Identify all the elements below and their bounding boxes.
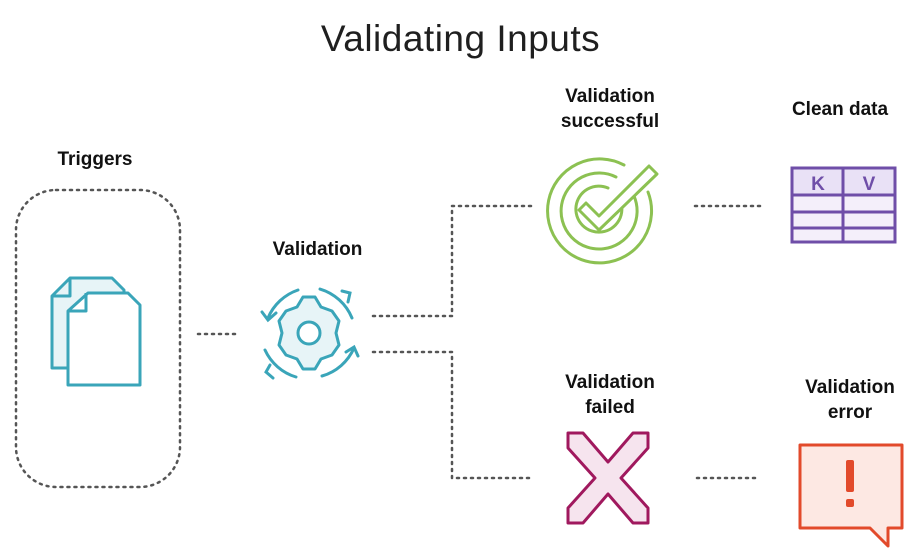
gear-cycle-icon — [260, 287, 360, 380]
value-column-label: V — [863, 174, 876, 195]
diagram-title: Validating Inputs — [320, 18, 601, 59]
triggers-container — [14, 188, 182, 489]
validation-label: Validation — [272, 239, 363, 260]
cross-icon — [566, 431, 650, 525]
documents-icon — [50, 276, 142, 387]
connector-validation-success — [371, 204, 534, 318]
target-check-icon — [546, 157, 659, 265]
key-value-table-icon — [790, 166, 897, 244]
error-message-icon — [798, 443, 904, 548]
connector-validation-failed — [371, 350, 534, 480]
key-column-label: K — [811, 174, 825, 195]
connectors — [196, 204, 762, 480]
triggers-label: Triggers — [57, 149, 133, 170]
clean-data-label: Clean data — [791, 99, 889, 120]
